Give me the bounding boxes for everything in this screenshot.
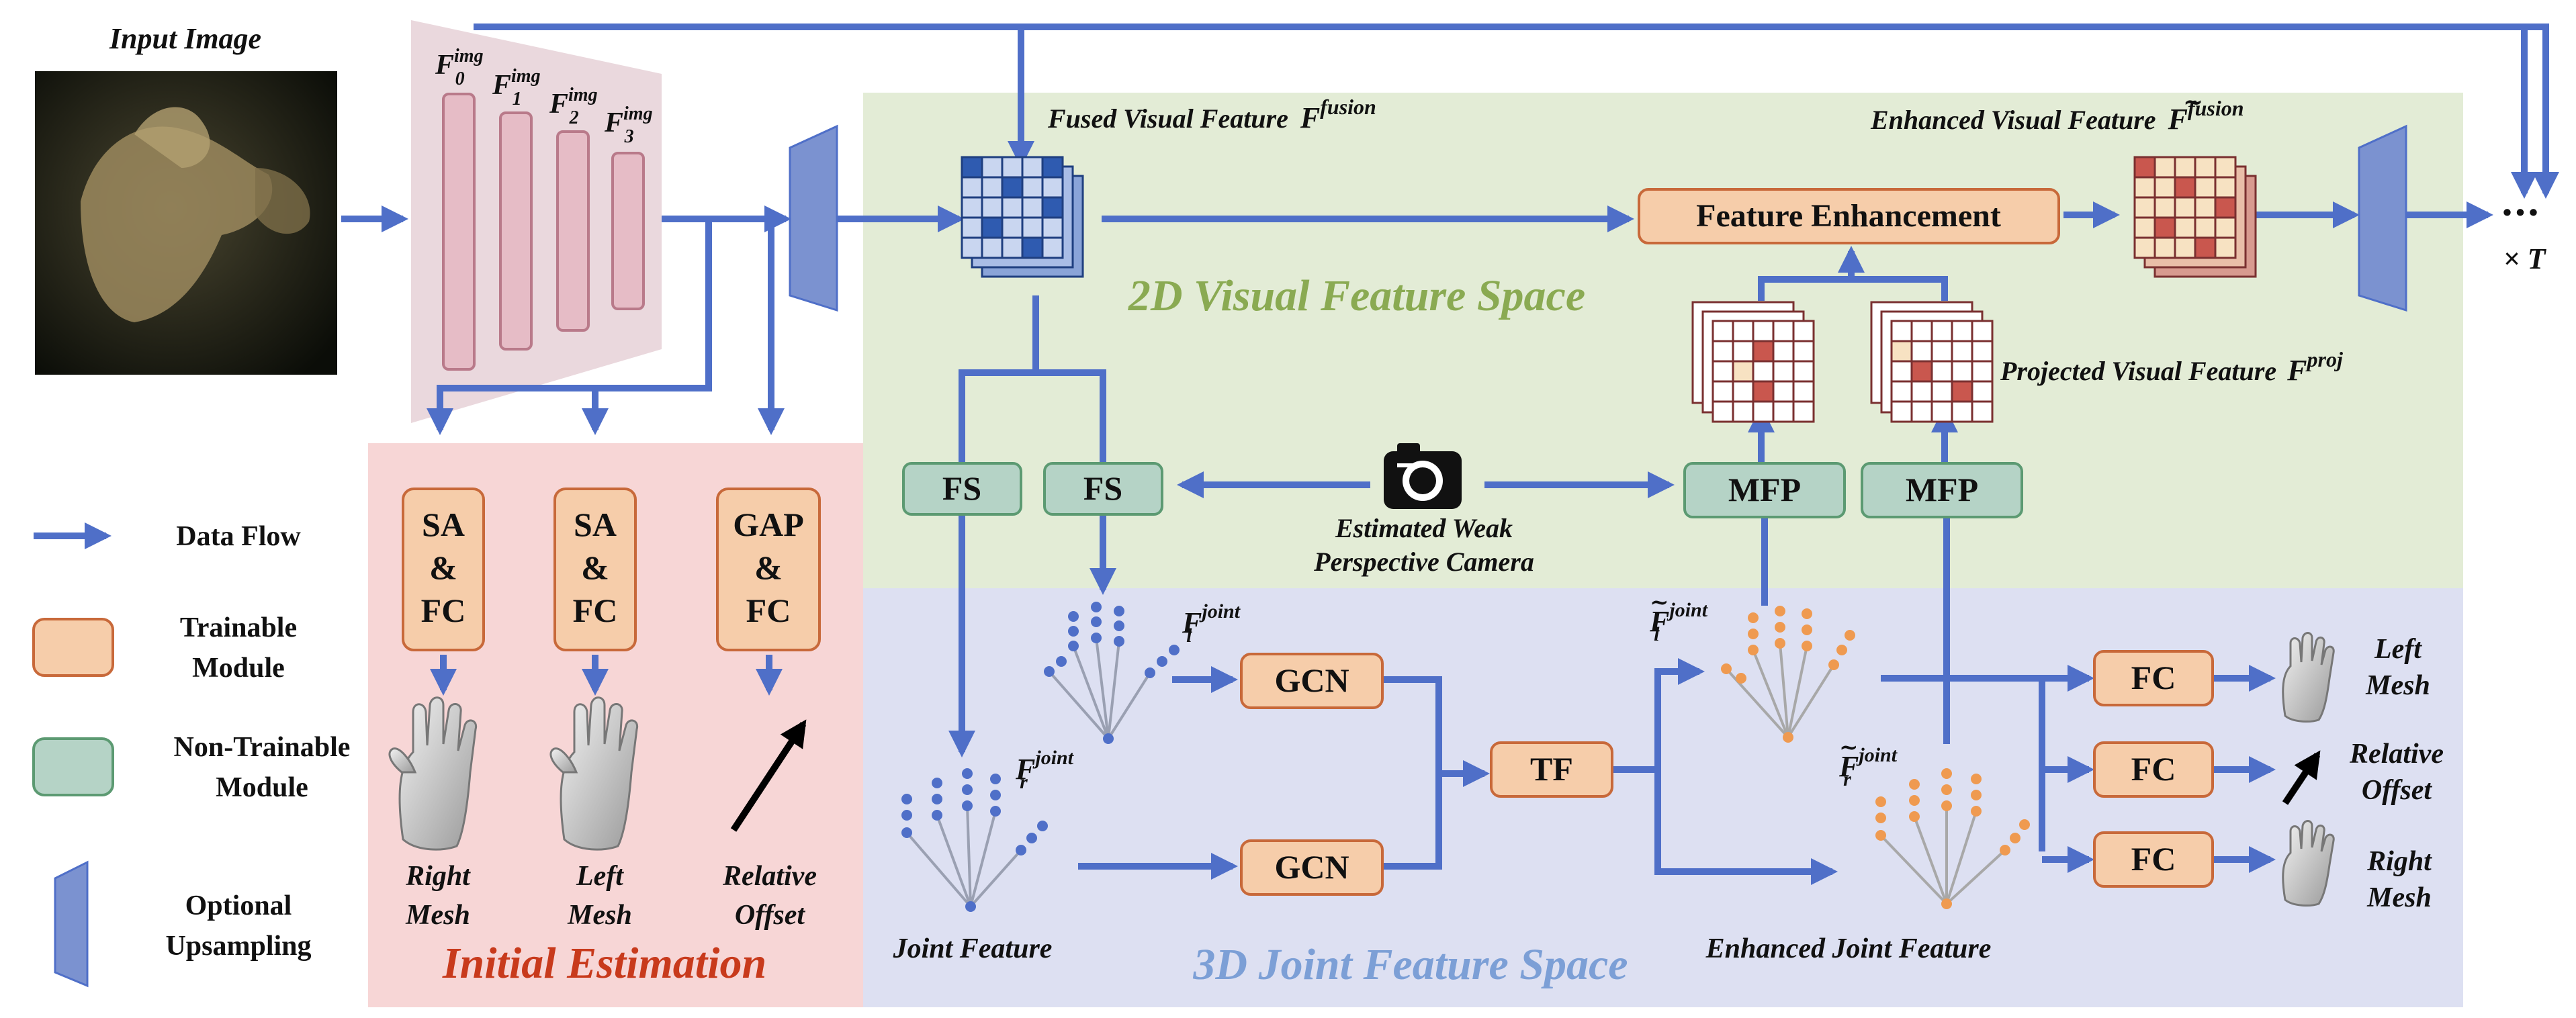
fused-feature-grid: [961, 156, 1084, 278]
svg-text:GCN: GCN: [1274, 848, 1349, 886]
svg-text:FS: FS: [1083, 469, 1122, 507]
svg-text:FS: FS: [942, 469, 981, 507]
tilde-mark: ~: [2183, 88, 2203, 116]
svg-text:SA&FC: SA&FC: [421, 506, 466, 629]
initial-estimation-title: Initial Estimation: [442, 939, 766, 988]
enhanced-joint-label: Enhanced Joint Feature: [1705, 933, 1992, 964]
enhanced-feature-grid: [2133, 156, 2257, 278]
mfp-module-2: MFP: [1861, 462, 2023, 518]
legend-nontrainable-swatch: [32, 737, 114, 796]
input-image-label: Input Image: [109, 22, 261, 55]
tilde-mark: ~: [1650, 589, 1669, 616]
init-module-sa-fc-left: SA&FC: [553, 488, 637, 651]
space-3d-region: [863, 588, 2463, 1007]
svg-text:GAP&FC: GAP&FC: [733, 506, 804, 629]
feature-enhancement-label: Feature Enhancement: [1696, 198, 2001, 234]
upsampling-block: [789, 124, 838, 312]
svg-text:SA&FC: SA&FC: [573, 506, 618, 629]
relative-offset-arrow-icon: [730, 719, 807, 832]
init-module-sa-fc-right: SA&FC: [402, 488, 485, 651]
svg-text:FC: FC: [2131, 750, 2176, 788]
relative-offset-output-arrow-icon: [2282, 750, 2321, 805]
projected-feature-grid-left: [1691, 301, 1815, 423]
legend-upsampling-swatch: [54, 860, 89, 988]
legend-trainable-swatch: [32, 618, 114, 677]
enhanced-right-joint-tree: [1875, 768, 2030, 909]
svg-text:MFP: MFP: [1728, 471, 1801, 508]
fc-module-1: FC: [2093, 650, 2214, 706]
enhanced-left-joint-tree: [1721, 606, 1855, 743]
data-flow-lines: [341, 24, 2559, 885]
svg-text:FC: FC: [2131, 840, 2176, 878]
joint-feature-label: Joint Feature: [893, 933, 1053, 964]
fc-module-3: FC: [2093, 831, 2214, 888]
upsampling-block-output: [2358, 124, 2407, 312]
left-joint-tree: [1044, 602, 1180, 744]
feature-enhancement-module: [1638, 188, 2060, 244]
left-mesh-hand-icon: [549, 696, 639, 851]
fs-module-1: FS: [902, 462, 1022, 516]
legend-label: Data Flow: [176, 521, 301, 552]
fc-module-2: FC: [2093, 741, 2214, 798]
gcn-module-2: GCN: [1240, 839, 1384, 896]
fs-module-2: FS: [1043, 462, 1163, 516]
backbone-feature-maps: [442, 93, 645, 371]
space-2d-title: 2D Visual Feature Space: [1128, 271, 1585, 320]
svg-text:TF: TF: [1530, 750, 1573, 788]
tilde-mark: ~: [1839, 734, 1859, 761]
init-module-gap-fc: GAP&FC: [716, 488, 821, 651]
svg-text:MFP: MFP: [1906, 471, 1978, 508]
right-joint-tree: [901, 768, 1048, 912]
gcn-module-1: GCN: [1240, 653, 1384, 709]
right-mesh-hand-icon: [388, 696, 478, 851]
iterations-label: × T: [2503, 242, 2547, 275]
left-mesh-output-hand-icon: [2282, 632, 2335, 723]
svg-text:FC: FC: [2131, 659, 2176, 696]
mfp-module-1: MFP: [1683, 462, 1846, 518]
space-3d-title: 3D Joint Feature Space: [1192, 940, 1628, 989]
projected-feature-grid-right: [1870, 301, 1994, 423]
input-photo: [35, 71, 337, 375]
svg-text:GCN: GCN: [1274, 661, 1349, 699]
camera-icon: [1384, 443, 1462, 509]
ellipsis: ···: [2501, 191, 2540, 235]
tf-module: TF: [1490, 741, 1613, 798]
right-mesh-output-hand-icon: [2282, 820, 2335, 907]
